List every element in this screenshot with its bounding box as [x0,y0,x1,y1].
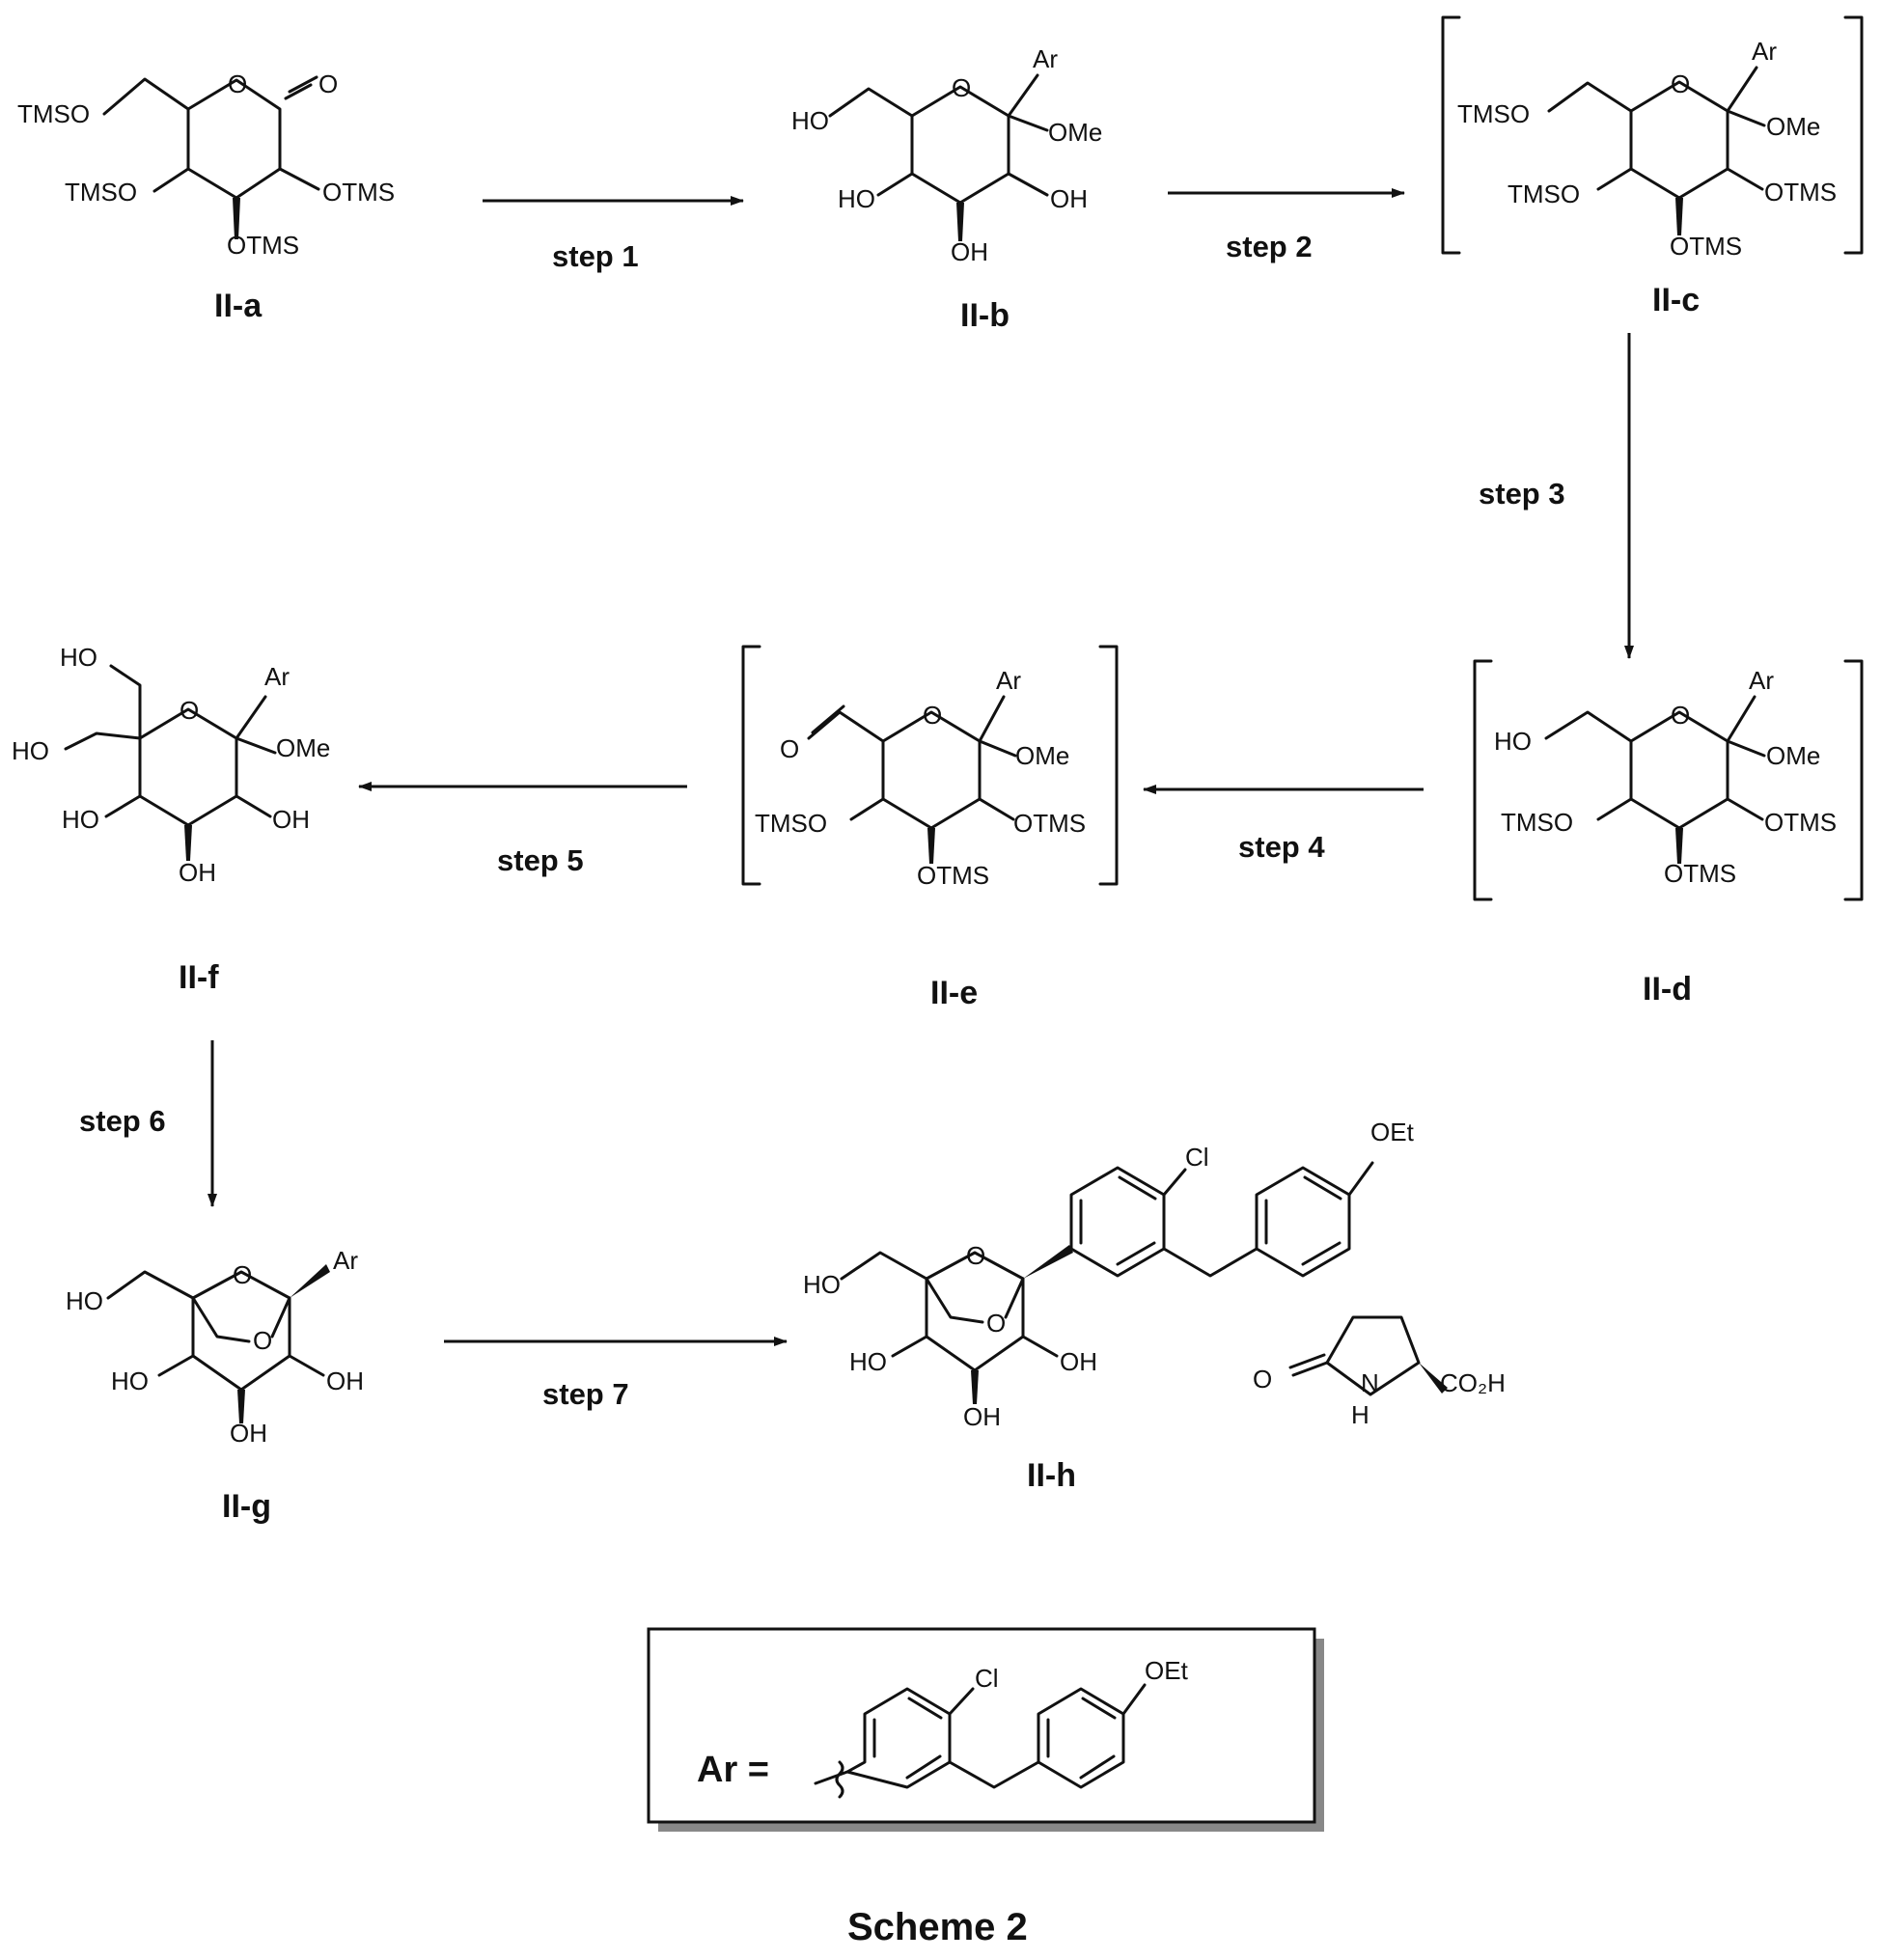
ar-equals-label: Ar = [697,1750,769,1790]
group-ho-left: HO [62,805,99,834]
ring-oxygen: O [952,73,971,102]
group-ho-top: HO [803,1270,841,1299]
group-otms-bottom: OTMS [1664,859,1736,888]
step-2-label: step 2 [1226,230,1313,263]
ring-oxygen: O [228,69,247,98]
group-oh-bottom: OH [230,1419,267,1448]
group-ar: Ar [1033,44,1058,73]
group-ar: Ar [1752,37,1777,66]
step-6-label: step 6 [79,1104,166,1138]
group-ho-left: HO [111,1366,149,1395]
group-oh-bottom: OH [179,858,216,887]
group-ho-side: HO [12,736,49,765]
bracket-left [743,647,760,884]
group-tmso-top: TMSO [17,99,90,128]
compound-II-g: Ar HO HO OH OH O O II-g [66,1246,364,1525]
carbonyl-oxygen: O [318,69,338,98]
carboxylic-acid: CO₂H [1440,1368,1506,1397]
group-ho-left: HO [838,184,875,213]
step-1-label: step 1 [552,239,639,273]
bracket-right [1845,661,1862,899]
amide-hydrogen: H [1351,1400,1369,1429]
group-ar: Ar [1749,666,1774,695]
group-ar: Ar [996,666,1021,695]
aldehyde-oxygen: O [780,734,799,763]
group-otms-bottom: OTMS [227,231,299,260]
group-ome: OMe [1766,112,1820,141]
group-ome: OMe [1015,741,1069,770]
group-oh-right: OH [1060,1347,1097,1376]
compound-label: II-c [1652,282,1700,318]
bracket-right [1845,17,1862,253]
group-otms-right: OTMS [1764,808,1837,837]
compound-label: II-b [960,297,1010,334]
group-otms-right: OTMS [1013,809,1086,838]
group-ar: Ar [333,1246,358,1275]
group-tmso-top: TMSO [1457,99,1530,128]
compound-label: II-e [930,975,978,1011]
scheme-caption: Scheme 2 [847,1906,1028,1948]
group-oh-bottom: OH [963,1402,1001,1431]
bridge-oxygen: O [986,1309,1006,1338]
group-ome: OMe [276,733,330,762]
compound-label: II-h [1027,1457,1076,1494]
ring-oxygen: O [966,1241,985,1270]
bracket-left [1443,17,1459,253]
compound-label: II-f [179,959,219,996]
amide-nitrogen: N [1361,1368,1379,1397]
group-ar: Ar [264,662,290,691]
compound-label: II-g [222,1488,271,1525]
ethoxy-label: OEt [1370,1118,1415,1146]
compound-II-e: Ar OMe O TMSO OTMS OTMS O II-e [743,647,1117,1011]
ar-definition-box: Ar = Cl OEt [649,1629,1324,1832]
bracket-left [1475,661,1491,899]
compound-II-d: Ar OMe HO TMSO OTMS OTMS O II-d [1475,661,1862,1008]
group-ome: OMe [1766,741,1820,770]
step-3-label: step 3 [1479,477,1565,511]
ring-oxygen: O [1671,69,1690,98]
group-ho-top: HO [1494,727,1532,756]
group-ho-top: HO [791,106,829,135]
compound-label: II-d [1643,971,1692,1008]
ring-oxygen: O [923,701,942,730]
chloro-label: Cl [1185,1143,1209,1172]
group-otms-right: OTMS [322,178,395,207]
group-ho-top: HO [66,1286,103,1315]
step-5-label: step 5 [497,843,584,877]
compound-II-h: Cl OEt HO HO OH OH O O O N H CO₂H II-h [803,1118,1506,1494]
group-ome: OMe [1048,118,1102,147]
compound-II-c: Ar OMe TMSO TMSO OTMS OTMS O II-c [1443,17,1862,318]
group-tmso-left: TMSO [65,178,137,207]
group-tmso-left: TMSO [1501,808,1573,837]
compound-label: II-a [214,288,263,324]
bracket-right [1100,647,1117,884]
group-otms-bottom: OTMS [917,861,989,890]
group-tmso-left: TMSO [1508,179,1580,208]
group-oh-right: OH [272,805,310,834]
group-ho-top: HO [60,643,97,672]
compound-II-a: TMSO TMSO OTMS OTMS O O II-a [17,69,395,324]
group-tmso-left: TMSO [755,809,827,838]
step-4-label: step 4 [1238,830,1325,864]
ring-oxygen: O [1671,701,1690,730]
ring-oxygen: O [180,696,199,725]
ketone-oxygen: O [1253,1365,1272,1394]
group-otms-right: OTMS [1764,178,1837,207]
group-oh-right: OH [1050,184,1088,213]
group-otms-bottom: OTMS [1670,232,1742,261]
group-oh-right: OH [326,1366,364,1395]
group-ho-left: HO [849,1347,887,1376]
ring-oxygen: O [233,1260,252,1289]
step-7-label: step 7 [542,1377,629,1411]
ar-ethoxy-label: OEt [1145,1656,1189,1685]
ar-chloro-label: Cl [975,1664,999,1693]
compound-II-b: Ar OMe HO HO OH OH O II-b [791,44,1102,334]
compound-II-f: Ar OMe HO HO HO OH OH O II-f [12,643,330,996]
group-oh-bottom: OH [951,237,988,266]
bridge-oxygen: O [253,1326,272,1355]
